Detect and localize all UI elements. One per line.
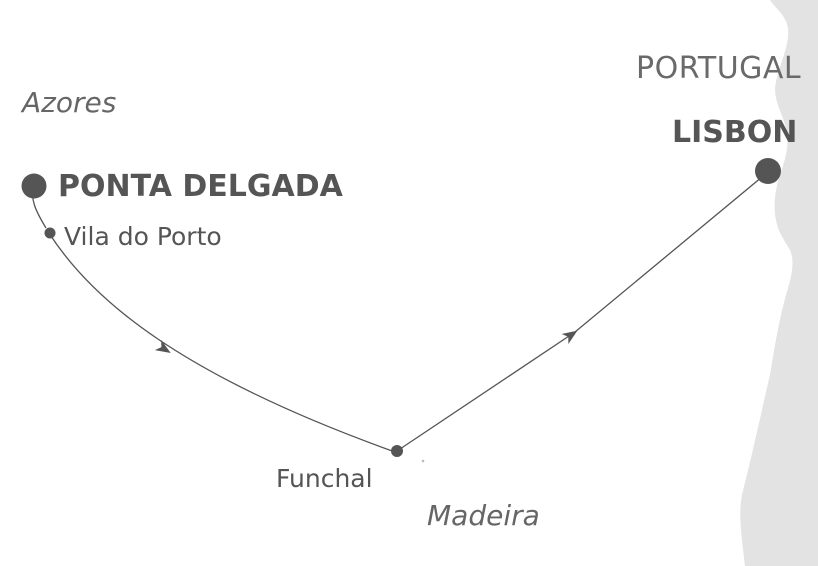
route-segment-vila-do-porto-funchal [48,232,396,453]
port-marker-ponta-delgada [21,173,47,199]
route-segment-funchal-lisbon [396,171,769,452]
direction-arrow-icon [154,339,171,353]
region-label-azores: Azores [22,86,117,119]
port-label-lisbon: LISBON [672,115,798,150]
port-label-ponta-delgada: PONTA DELGADA [58,169,343,204]
port-label-funchal: Funchal [276,464,373,493]
portugal-landmass [740,0,818,566]
port-marker-lisbon [755,158,781,184]
country-label-portugal: PORTUGAL [636,51,802,86]
port-marker-vila-do-porto [44,227,56,239]
direction-arrow-icon [561,330,578,344]
madeira-islet [421,459,425,463]
port-label-vila-do-porto: Vila do Porto [64,222,222,251]
port-marker-funchal [391,445,403,457]
region-label-madeira: Madeira [427,499,540,532]
